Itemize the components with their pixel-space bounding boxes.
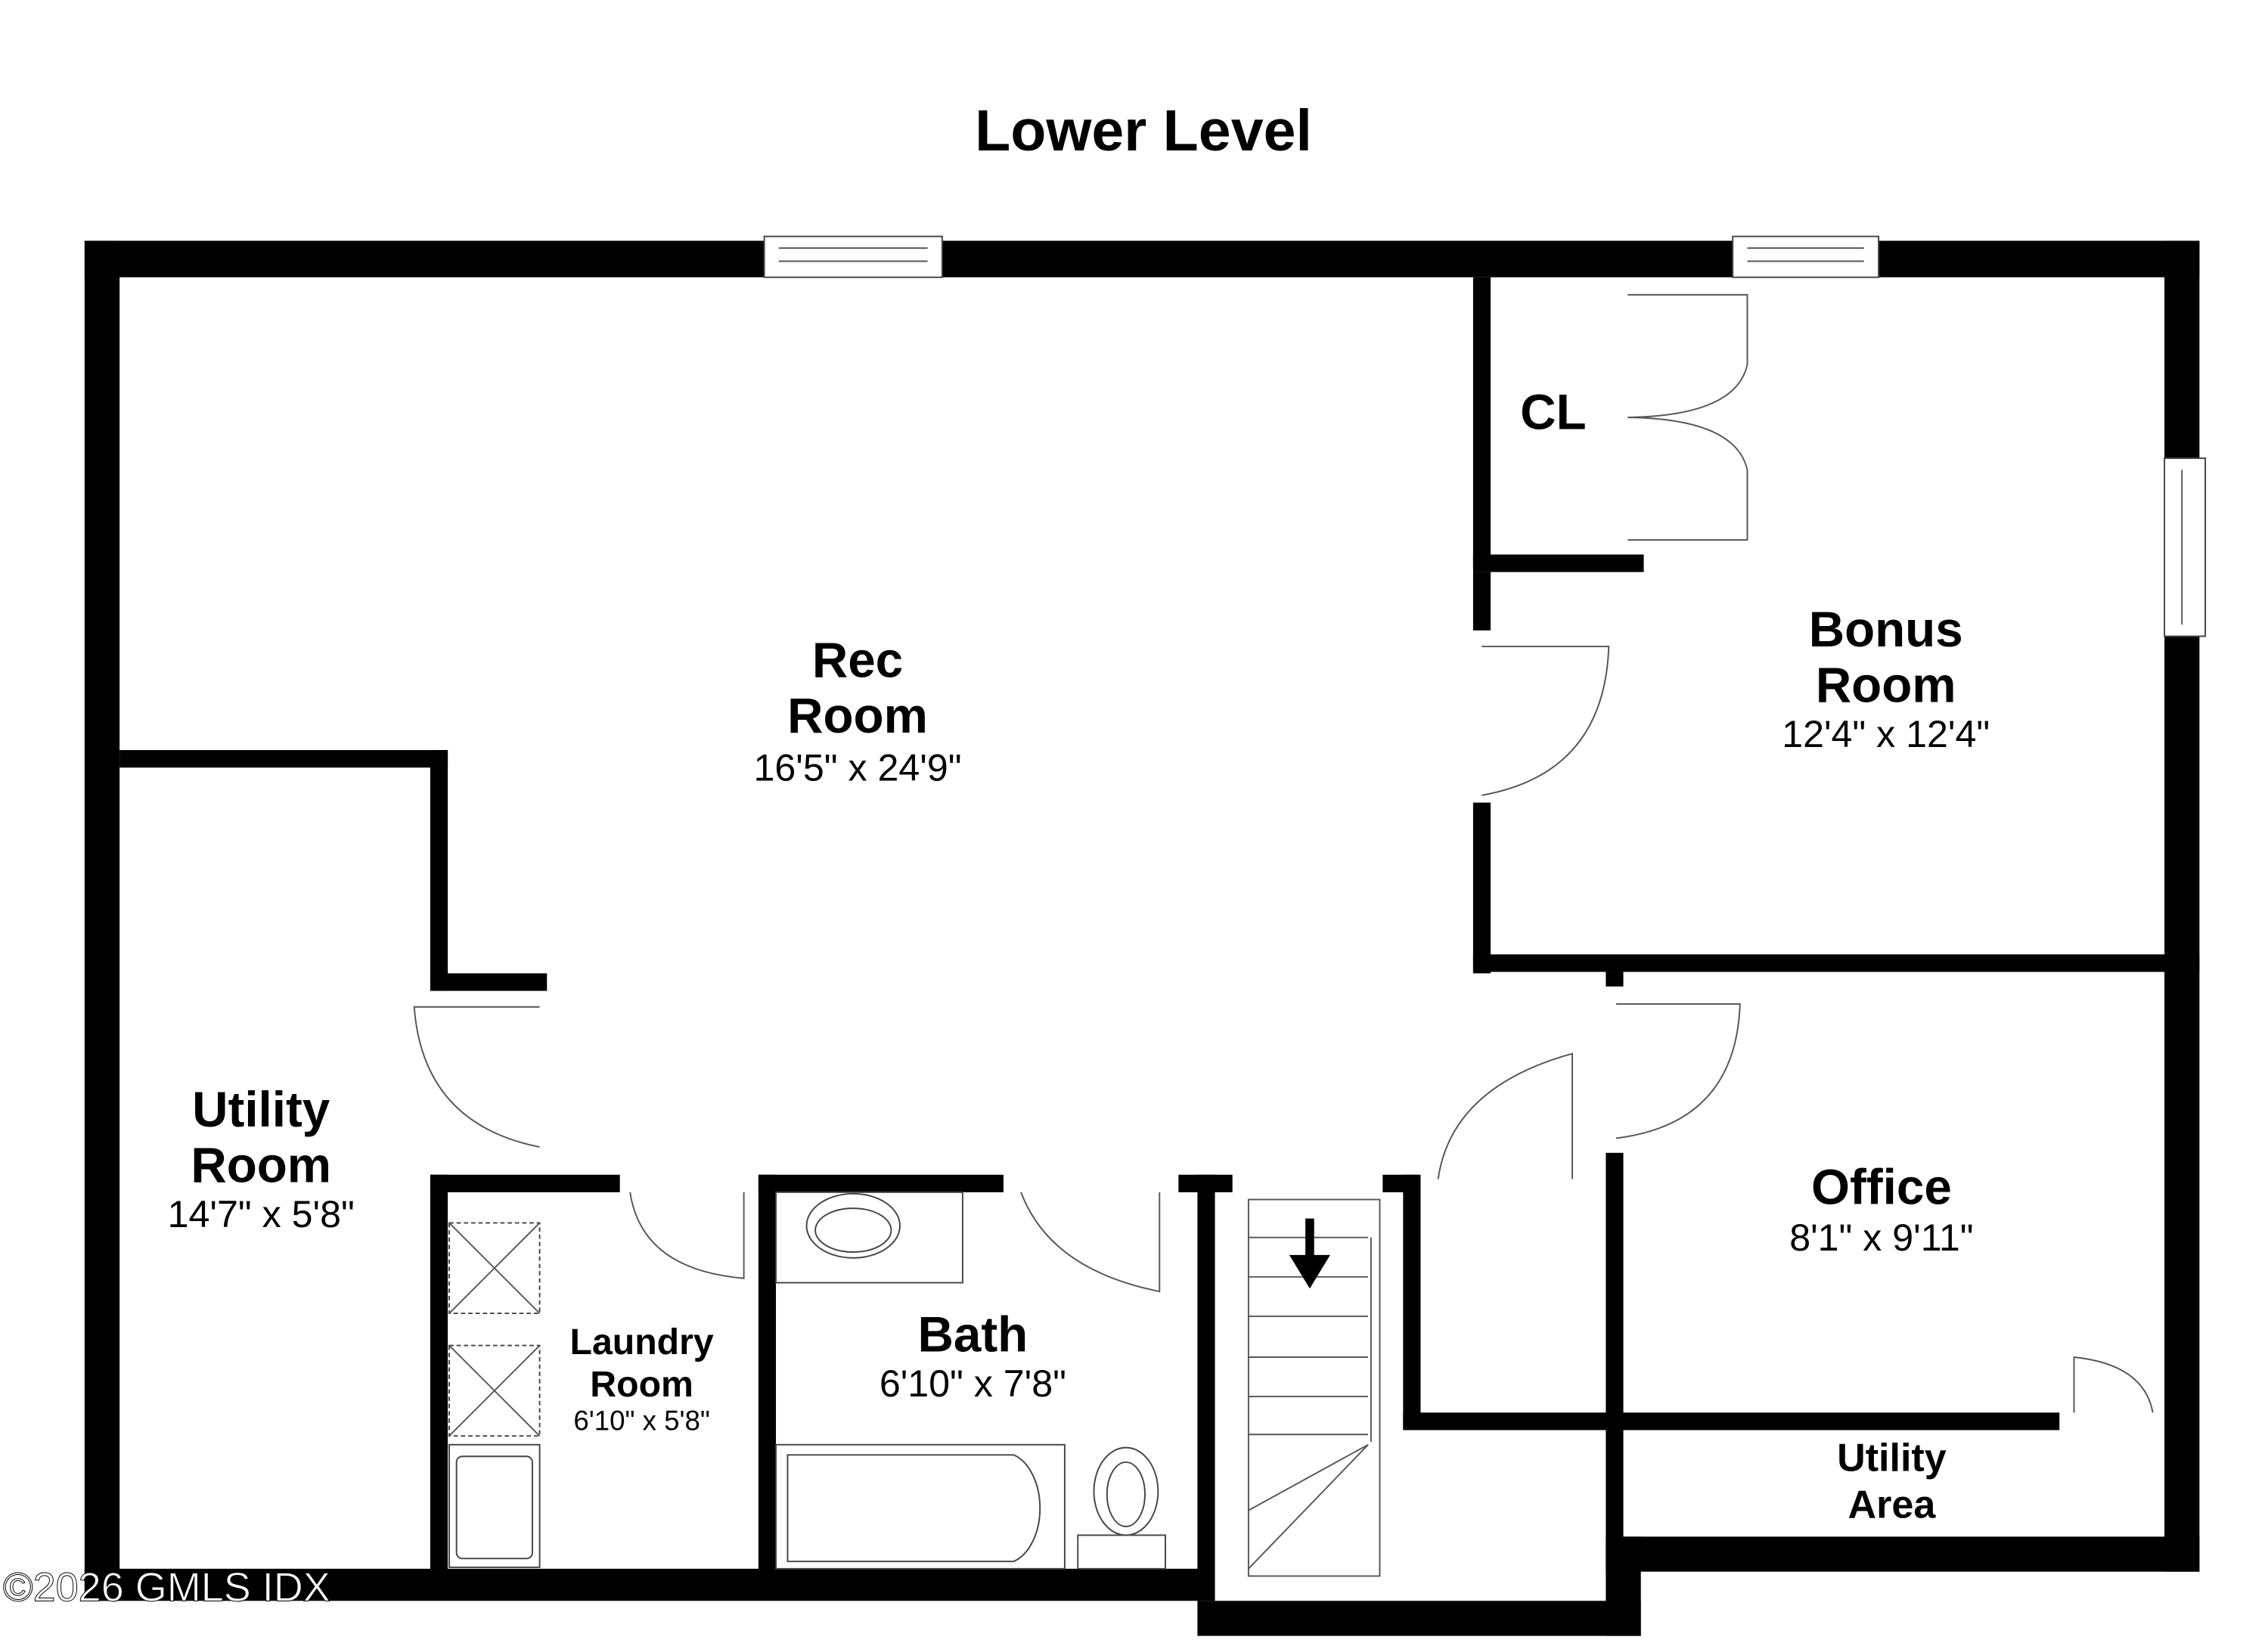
doors bbox=[413, 293, 2154, 1413]
room-rec: Rec Room 16'5" x 24'9" bbox=[754, 633, 962, 789]
svg-text:Room: Room bbox=[191, 1137, 331, 1192]
watermark: ©2026 GMLS IDX bbox=[3, 1564, 330, 1610]
page-title: Lower Level bbox=[975, 98, 1312, 163]
svg-text:Laundry: Laundry bbox=[570, 1322, 714, 1362]
svg-text:Utility: Utility bbox=[192, 1082, 330, 1137]
svg-text:Office: Office bbox=[1811, 1159, 1952, 1214]
svg-text:12'4" x 12'4": 12'4" x 12'4" bbox=[1782, 713, 1990, 755]
svg-text:6'10" x 7'8": 6'10" x 7'8" bbox=[880, 1362, 1066, 1405]
room-utility-area: Utility Area bbox=[1837, 1437, 1947, 1527]
room-bath: Bath 6'10" x 7'8" bbox=[880, 1306, 1066, 1405]
fixtures bbox=[448, 1191, 1166, 1570]
room-office: Office 8'1" x 9'11" bbox=[1789, 1159, 1973, 1259]
svg-text:14'7" x 5'8": 14'7" x 5'8" bbox=[168, 1193, 355, 1235]
svg-text:Room: Room bbox=[787, 688, 928, 743]
svg-text:Rec: Rec bbox=[812, 633, 903, 688]
svg-text:Utility: Utility bbox=[1837, 1437, 1947, 1480]
room-closet: CL bbox=[1520, 384, 1586, 439]
svg-text:Room: Room bbox=[1816, 657, 1956, 712]
svg-text:Bath: Bath bbox=[918, 1306, 1029, 1362]
svg-text:6'10" x 5'8": 6'10" x 5'8" bbox=[573, 1405, 710, 1436]
room-utility: Utility Room 14'7" x 5'8" bbox=[168, 1082, 355, 1235]
windows bbox=[763, 235, 2207, 637]
svg-text:8'1" x 9'11": 8'1" x 9'11" bbox=[1789, 1217, 1973, 1259]
down-arrow-icon bbox=[1289, 1218, 1330, 1289]
walls bbox=[84, 240, 2200, 1636]
room-laundry: Laundry Room 6'10" x 5'8" bbox=[570, 1322, 714, 1436]
svg-text:Bonus: Bonus bbox=[1809, 602, 1963, 657]
room-bonus: Bonus Room 12'4" x 12'4" bbox=[1782, 602, 1990, 755]
stairs bbox=[1247, 1198, 1381, 1577]
svg-text:16'5" x 24'9": 16'5" x 24'9" bbox=[754, 747, 962, 789]
svg-text:Area: Area bbox=[1848, 1483, 1937, 1527]
svg-text:Room: Room bbox=[590, 1364, 693, 1405]
